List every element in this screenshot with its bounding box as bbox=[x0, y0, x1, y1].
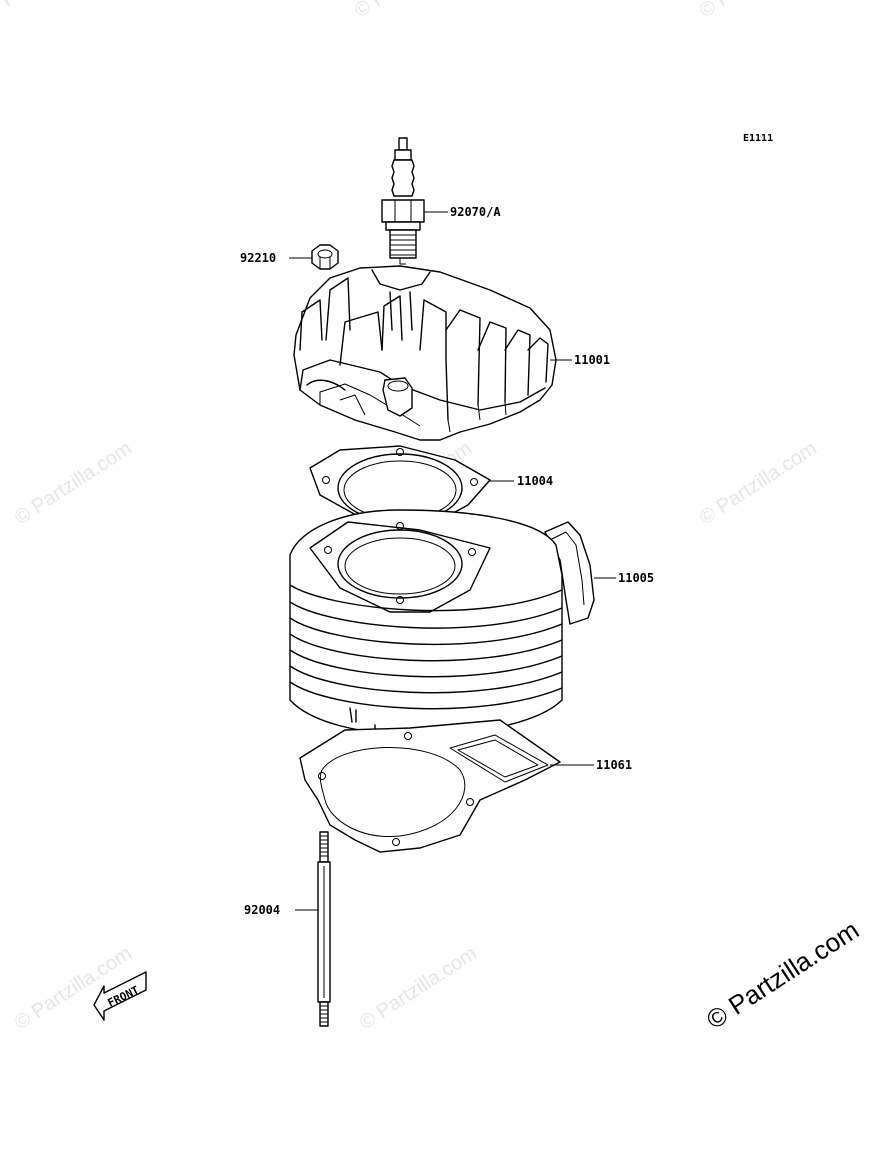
part-label-spark-plug[interactable]: 92070/A bbox=[450, 205, 501, 219]
nut-drawing[interactable] bbox=[311, 244, 339, 270]
part-label-nut[interactable]: 92210 bbox=[240, 251, 276, 265]
reference-code: E1111 bbox=[743, 133, 773, 144]
stud-drawing[interactable] bbox=[317, 831, 331, 1027]
copyright-watermark: © Partzilla.com bbox=[701, 914, 864, 1035]
part-label-base-gasket[interactable]: 11061 bbox=[596, 758, 632, 772]
watermark: © Partzilla.com bbox=[696, 437, 821, 529]
head-gasket-drawing[interactable] bbox=[309, 445, 491, 533]
base-gasket-drawing[interactable] bbox=[299, 719, 561, 853]
watermark: © Partzilla.com bbox=[11, 437, 136, 529]
spark-plug-drawing[interactable] bbox=[381, 137, 425, 265]
watermark: © Partzilla.com bbox=[356, 942, 481, 1034]
watermark: © Partzilla.com bbox=[696, 0, 821, 22]
cylinder-drawing[interactable] bbox=[289, 509, 595, 743]
part-label-stud[interactable]: 92004 bbox=[244, 903, 280, 917]
part-label-cylinder-head[interactable]: 11001 bbox=[574, 353, 610, 367]
part-label-head-gasket[interactable]: 11004 bbox=[517, 474, 553, 488]
part-label-cylinder[interactable]: 11005 bbox=[618, 571, 654, 585]
cylinder-head-drawing[interactable] bbox=[293, 265, 557, 441]
watermark: © Partzilla.com bbox=[351, 0, 476, 22]
watermark: © Partzilla.com bbox=[0, 0, 106, 22]
